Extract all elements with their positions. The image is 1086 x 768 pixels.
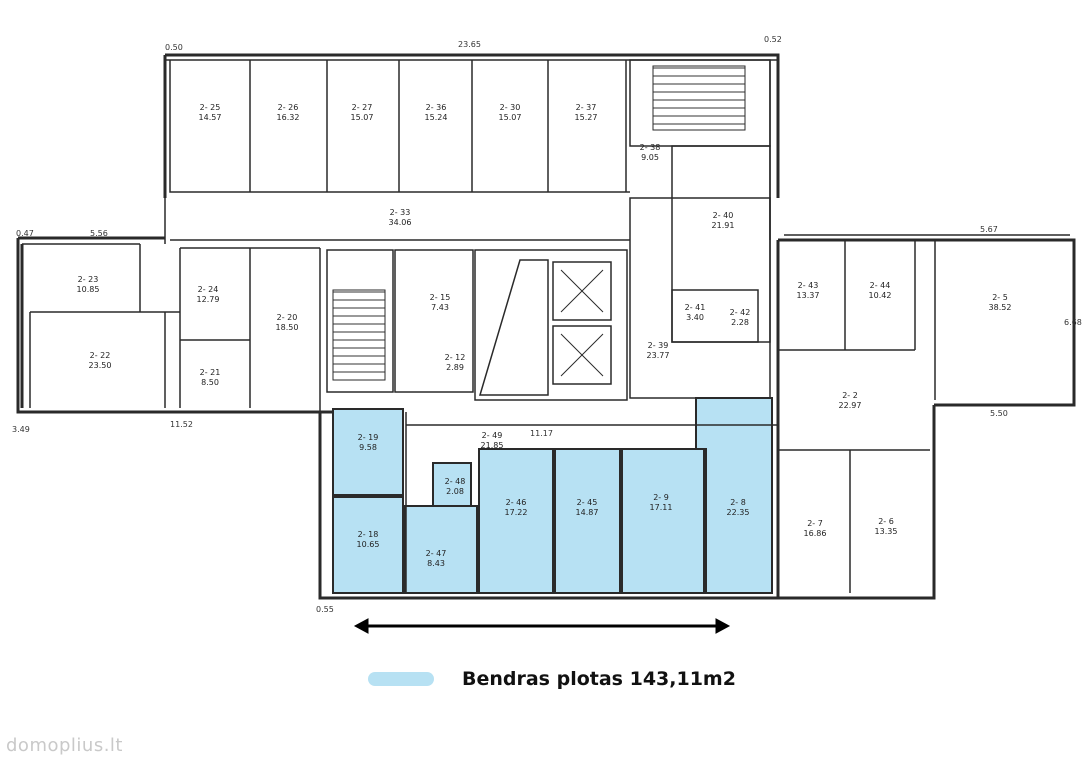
room-id-label: 2- 6: [878, 517, 894, 526]
room-id-label: 2- 27: [352, 103, 373, 112]
room-id-label: 2- 21: [200, 368, 221, 377]
room-area-label: 17.22: [505, 508, 528, 517]
room-area-label: 16.32: [277, 113, 300, 122]
room-2-46: [478, 448, 554, 594]
room-area-label: 13.35: [875, 527, 898, 536]
room-id-label: 2- 24: [198, 285, 219, 294]
room-area-label: 34.06: [389, 218, 412, 227]
room-id-label: 2- 23: [78, 275, 99, 284]
room-area-label: 2.08: [446, 487, 464, 496]
dim-top-total: 23.65: [458, 40, 481, 49]
room-id-label: 2- 37: [576, 103, 597, 112]
room-id-label: 2- 22: [90, 351, 111, 360]
room-id-label: 2- 5: [992, 293, 1008, 302]
room-id-label: 2- 39: [648, 341, 669, 350]
dim-west-left: 0.47: [16, 229, 34, 238]
room-area-label: 15.27: [575, 113, 598, 122]
room-area-label: 17.11: [650, 503, 673, 512]
dim-bottom-left: 3.49: [12, 425, 30, 434]
room-2-19: [332, 408, 404, 496]
room-area-label: 10.42: [869, 291, 892, 300]
room-area-label: 3.40: [686, 313, 704, 322]
dim-west-top: 5.56: [90, 229, 108, 238]
room-id-label: 2- 20: [277, 313, 298, 322]
room-id-label: 2- 41: [685, 303, 706, 312]
room-area-label: 12.79: [197, 295, 220, 304]
dim-top-left: 0.50: [165, 43, 183, 52]
room-id-label: 2- 48: [445, 477, 466, 486]
room-id-label: 2- 40: [713, 211, 734, 220]
dim-east-bottom: 5.50: [990, 409, 1008, 418]
legend-swatch: [368, 672, 434, 686]
room-area-label: 22.35: [727, 508, 750, 517]
room-id-label: 2- 44: [870, 281, 891, 290]
room-area-label: 8.50: [201, 378, 219, 387]
room-area-label: 21.91: [712, 221, 735, 230]
room-id-label: 2- 25: [200, 103, 221, 112]
legend: Bendras plotas 143,11m2: [368, 668, 736, 690]
room-2-45: [554, 448, 621, 594]
room-2-9: [621, 448, 705, 594]
room-area-label: 16.86: [804, 529, 827, 538]
room-area-label: 10.85: [77, 285, 100, 294]
room-id-label: 2- 30: [500, 103, 521, 112]
room-area-label: 14.57: [199, 113, 222, 122]
stairs: [332, 65, 746, 396]
dim-top-right: 0.52: [764, 35, 782, 44]
room-id-label: 2- 38: [640, 143, 661, 152]
room-id-label: 2- 19: [358, 433, 379, 442]
room-id-label: 2- 46: [506, 498, 527, 507]
room-area-label: 15.07: [499, 113, 522, 122]
room-id-label: 2- 15: [430, 293, 451, 302]
dim-corridor: 11.17: [530, 429, 553, 438]
dim-east-right: 6.68: [1064, 318, 1082, 327]
room-id-label: 2- 9: [653, 493, 669, 502]
room-area-label: 13.37: [797, 291, 820, 300]
room-area-label: 23.77: [647, 351, 670, 360]
room-2-47: [404, 505, 478, 594]
room-area-label: 21.85: [481, 441, 504, 450]
room-id-label: 2- 42: [730, 308, 751, 317]
room-area-label: 15.07: [351, 113, 374, 122]
highlighted-area: [332, 397, 773, 594]
room-area-label: 14.87: [576, 508, 599, 517]
double-arrow: [353, 618, 731, 634]
room-area-label: 15.24: [425, 113, 448, 122]
room-id-label: 2- 33: [390, 208, 411, 217]
room-area-label: 9.58: [359, 443, 377, 452]
room-area-label: 38.52: [989, 303, 1012, 312]
dim-bottom-mid: 11.52: [170, 420, 193, 429]
room-area-label: 23.50: [89, 361, 112, 370]
room-id-label: 2- 47: [426, 549, 447, 558]
room-area-label: 9.05: [641, 153, 659, 162]
walls: [16, 53, 1076, 600]
room-area-label: 2.28: [731, 318, 749, 327]
room-id-label: 2- 12: [445, 353, 466, 362]
room-id-label: 2- 36: [426, 103, 447, 112]
room-id-label: 2- 49: [482, 431, 503, 440]
dim-bottom-lower: 0.55: [316, 605, 334, 614]
room-id-label: 2- 2: [842, 391, 858, 400]
room-area-label: 2.89: [446, 363, 464, 372]
room-id-label: 2- 18: [358, 530, 379, 539]
room-area-label: 10.65: [357, 540, 380, 549]
dimension-labels: 0.50 23.65 0.52 5.56 0.47 5.67 6.68 5.50…: [12, 35, 1082, 614]
room-id-label: 2- 45: [577, 498, 598, 507]
legend-label: Bendras plotas 143,11m2: [462, 668, 736, 690]
room-area-label: 7.43: [431, 303, 449, 312]
room-2-8: [695, 397, 773, 594]
room-2-18: [332, 496, 404, 594]
room-id-label: 2- 8: [730, 498, 746, 507]
room-id-label: 2- 43: [798, 281, 819, 290]
room-id-label: 2- 7: [807, 519, 823, 528]
room-id-label: 2- 26: [278, 103, 299, 112]
dim-east-top: 5.67: [980, 225, 998, 234]
room-area-label: 22.97: [839, 401, 862, 410]
room-area-label: 18.50: [276, 323, 299, 332]
watermark-logo: domoplius.lt: [6, 735, 123, 756]
room-area-label: 8.43: [427, 559, 445, 568]
